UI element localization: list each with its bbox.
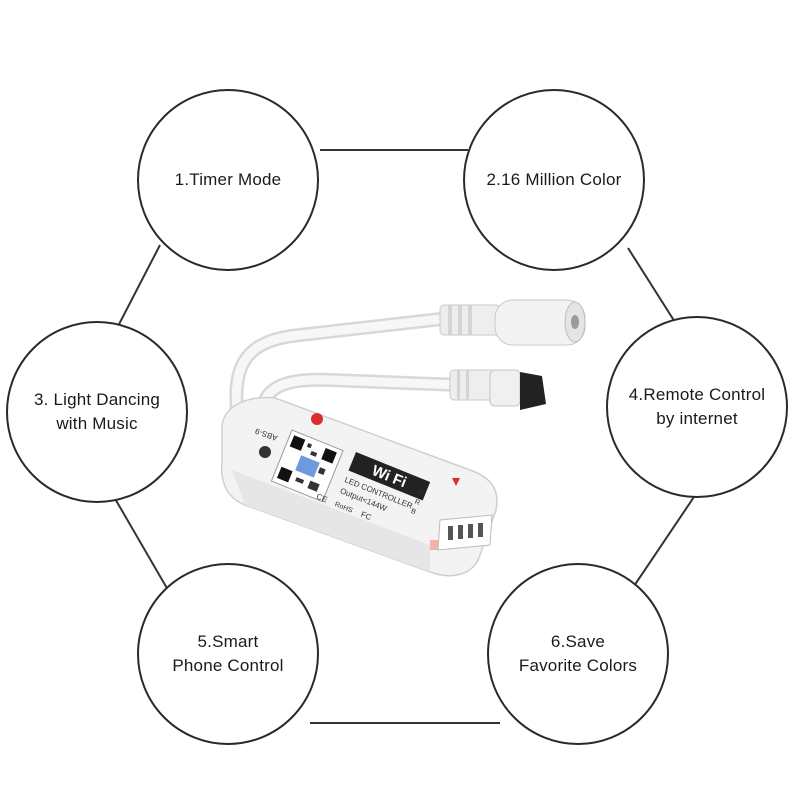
feature-circle-remote (606, 316, 788, 498)
fc-mark: FC (359, 510, 372, 522)
feature-circle-color (463, 89, 645, 271)
feature-circle-save (487, 563, 669, 745)
link-line (114, 244, 161, 333)
feature-circle-music (6, 321, 188, 503)
cable-upper-inner (231, 313, 455, 425)
feature-circle-phone (137, 563, 319, 745)
qr-code (270, 429, 344, 503)
output-socket (430, 514, 493, 551)
dc-connector (439, 299, 586, 346)
link-line (629, 487, 701, 593)
pin-connector (449, 369, 546, 410)
link-line (109, 489, 169, 591)
link-line (627, 247, 681, 331)
ce-mark: CE (315, 492, 329, 505)
link-lines (109, 149, 701, 724)
led-controller-device: Wi Fi LED CONTROLLER Output<144W CE RoHS… (220, 299, 586, 577)
feature-circle-timer (137, 89, 319, 271)
pin-label: B (410, 508, 417, 516)
pin-label: G (417, 489, 425, 498)
feature-circles (6, 89, 788, 745)
pin-label: R (414, 499, 421, 507)
